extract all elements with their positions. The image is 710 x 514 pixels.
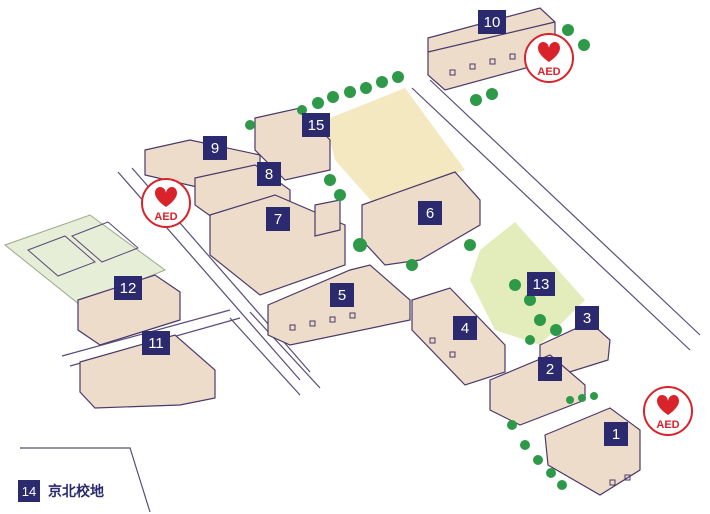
legend: 14 京北校地 <box>18 480 104 502</box>
legend-number: 14 <box>18 480 40 502</box>
building-label-7[interactable]: 7 <box>266 207 290 231</box>
aed-marker[interactable]: AED <box>141 178 191 228</box>
windows <box>289 53 631 486</box>
aed-label: AED <box>537 66 560 78</box>
building-label-6[interactable]: 6 <box>418 201 442 225</box>
buildings <box>77 7 641 496</box>
aed-label: AED <box>154 211 177 223</box>
aed-marker[interactable]: AED <box>524 33 574 83</box>
building-label-1[interactable]: 1 <box>604 422 628 446</box>
aed-label: AED <box>656 419 679 431</box>
building-label-4[interactable]: 4 <box>453 316 477 340</box>
building-label-13[interactable]: 13 <box>527 272 555 296</box>
sports-field <box>325 88 465 205</box>
trees <box>245 24 598 490</box>
building-label-10[interactable]: 10 <box>478 10 506 34</box>
building-label-5[interactable]: 5 <box>330 283 354 307</box>
building-label-12[interactable]: 12 <box>114 276 142 300</box>
aed-marker[interactable]: AED <box>643 386 693 436</box>
building-label-2[interactable]: 2 <box>538 357 562 381</box>
building-label-8[interactable]: 8 <box>257 162 281 186</box>
legend-text: 京北校地 <box>48 484 104 500</box>
building-label-15[interactable]: 15 <box>302 113 330 137</box>
building-label-3[interactable]: 3 <box>575 306 599 330</box>
building-label-9[interactable]: 9 <box>203 136 227 160</box>
building-label-11[interactable]: 11 <box>142 331 170 355</box>
